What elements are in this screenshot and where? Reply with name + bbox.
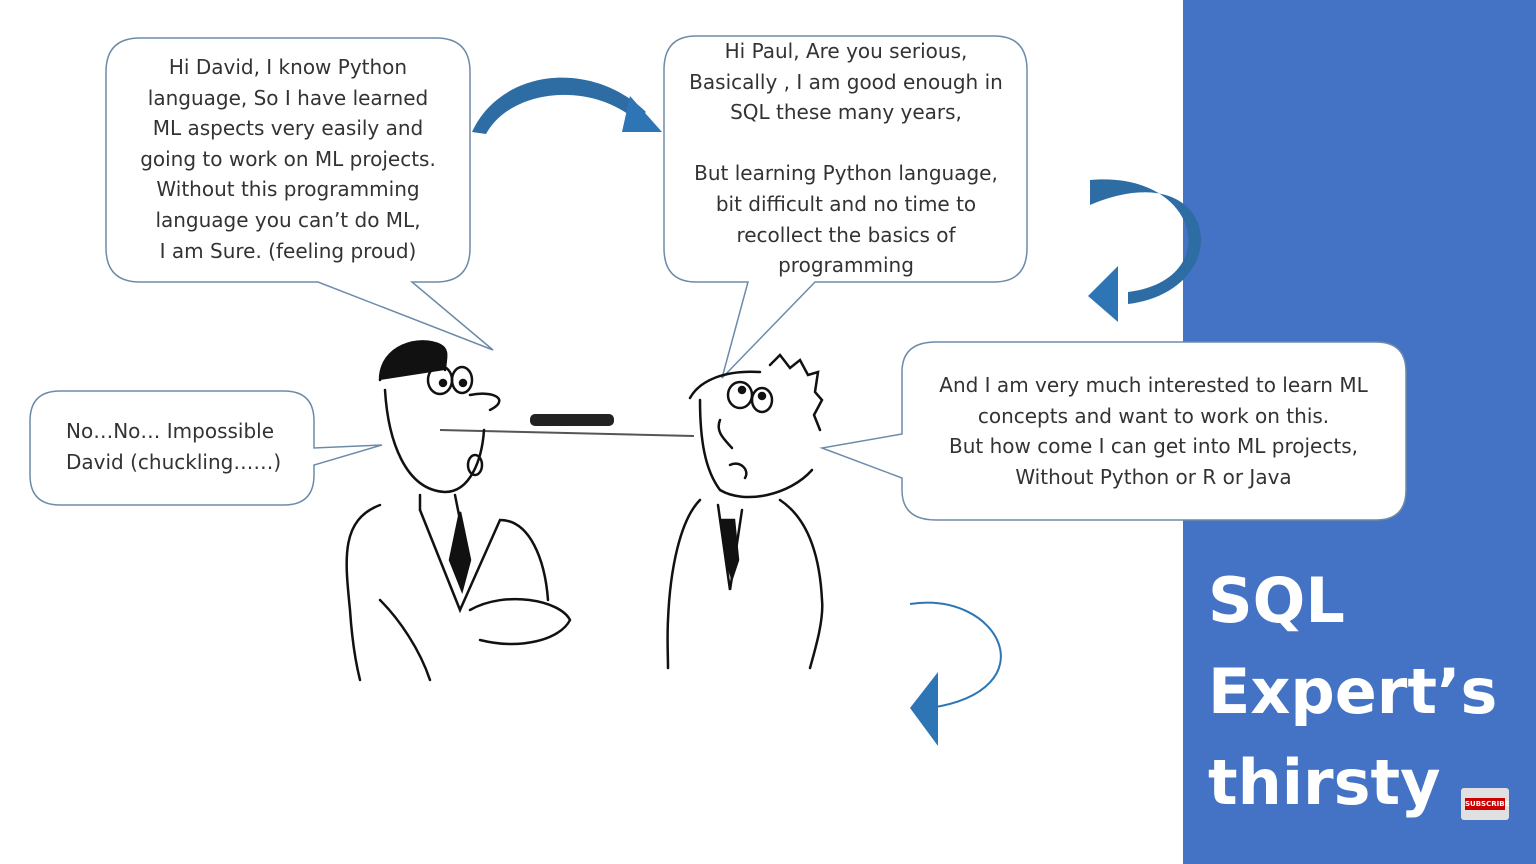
curved-arrow-icon — [1088, 179, 1202, 322]
curved-arrow-icon — [472, 77, 662, 134]
pen-illustration — [439, 414, 695, 437]
bubble-david-laugh: No…No… Impossible David (chuckling……) — [30, 416, 312, 477]
bubble-line: But how come I can get into ML projects, — [949, 434, 1358, 459]
person-illustration — [666, 353, 824, 670]
bubble-line: Hi Paul, Are you serious, — [724, 39, 968, 63]
bubble-paul-reply: Hi Paul, Are you serious, Basically , I … — [666, 36, 1026, 281]
subscribe-button[interactable]: SUBSCRIBE — [1461, 788, 1509, 820]
bubble-line: SQL these many years, — [730, 100, 962, 125]
person-illustration — [345, 340, 572, 682]
bubble-line: No…No… Impossible — [66, 419, 275, 443]
bubble-line: Hi David, I know Python — [168, 55, 408, 79]
bubble-line: concepts and want to work on this. — [977, 403, 1330, 428]
bubble-david-intro-shape — [105, 37, 494, 351]
bubble-david-laugh-shape — [29, 390, 383, 506]
bubble-line: I am Sure. (feeling proud) — [159, 238, 417, 263]
bubble-line — [666, 128, 1026, 159]
bubble-line: And I am very much interested to learn M… — [939, 373, 1368, 397]
bubble-line: language you can’t do ML, — [155, 207, 421, 232]
bubble-line: Basically , I am good enough in — [689, 69, 1003, 94]
bubble-line: going to work on ML projects. — [140, 146, 436, 171]
bubble-line: recollect the basics of — [736, 222, 956, 247]
bubble-line: But learning Python language, — [694, 161, 998, 186]
curved-arrow-icon — [909, 601, 1002, 746]
bubble-line: Without this programming — [156, 177, 420, 202]
bubble-line: David (chuckling……) — [66, 449, 282, 474]
bubble-line: language, So I have learned — [147, 85, 429, 110]
side-title-line: thirsty — [1208, 746, 1441, 819]
bubble-line: ML aspects very easily and — [152, 116, 424, 141]
bubble-line: programming — [778, 253, 914, 278]
bubble-paul-reply-shape — [663, 35, 1028, 379]
subscribe-label: SUBSCRIBE — [1465, 798, 1510, 810]
bubble-paul-interest: And I am very much interested to learn M… — [902, 370, 1405, 492]
bubble-line: bit difficult and no time to — [715, 191, 977, 216]
side-title-line: SQL — [1208, 564, 1345, 637]
bubble-line: Without Python or R or Java — [1015, 464, 1292, 489]
side-title-line: Expert’s — [1208, 655, 1498, 728]
bubble-paul-interest-shape — [819, 341, 1407, 521]
bubble-david-intro: Hi David, I know Python language, So I h… — [108, 52, 468, 266]
side-title: SQL Expert’s thirsty — [1208, 555, 1528, 828]
